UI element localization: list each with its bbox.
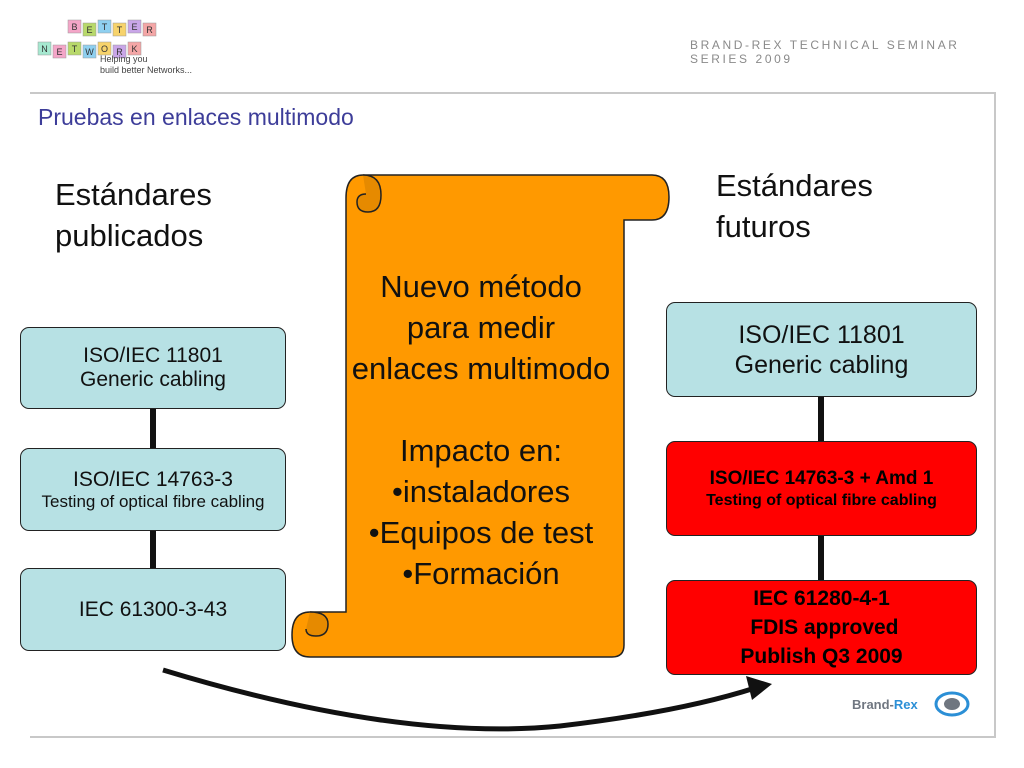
logo-block	[82, 44, 97, 59]
logo-block	[52, 44, 67, 59]
scroll-line-5: •instaladores	[391, 474, 570, 509]
left-box-iso-14763-3: ISO/IEC 14763-3 Testing of optical fibre…	[20, 448, 286, 531]
future-standards-heading: Estándares futuros	[716, 165, 873, 247]
logo-block-letter: W	[85, 47, 94, 57]
logo-tagline-line-1: Helping you	[100, 54, 148, 64]
logo-block	[67, 41, 82, 56]
logo-block-letter: E	[86, 25, 92, 35]
scroll-line-1: Nuevo método	[380, 269, 582, 304]
right-box-2-line-2: Testing of optical fibre cabling	[706, 491, 937, 509]
logo-block	[127, 41, 142, 56]
logo-block-letter: R	[146, 25, 153, 35]
seminar-series-label: BRAND-REX TECHNICAL SEMINAR SERIES 2009	[690, 38, 960, 66]
logo-block-letter: K	[131, 44, 137, 54]
published-heading-line-1: Estándares	[55, 177, 212, 212]
left-box-2-line-2: Testing of optical fibre cabling	[41, 492, 265, 511]
right-box-iso-11801: ISO/IEC 11801 Generic cabling	[666, 302, 977, 397]
scroll-line-7: •Formación	[402, 556, 560, 591]
right-box-3-line-2: FDIS approved	[744, 616, 899, 639]
left-connector-1	[150, 408, 156, 448]
logo-block-letter: R	[116, 47, 123, 57]
brand-part-1: Brand-	[852, 697, 894, 712]
right-box-1-line-2: Generic cabling	[734, 350, 909, 379]
logo-block-letter: T	[102, 22, 108, 32]
logo-block	[97, 19, 112, 34]
left-box-iec-61300-3-43: IEC 61300-3-43	[20, 568, 286, 651]
logo-tagline: Helping you build better Networks...	[100, 54, 192, 76]
right-box-iso-14763-3-amd1: ISO/IEC 14763-3 + Amd 1 Testing of optic…	[666, 441, 977, 536]
progression-arrow-head	[746, 676, 772, 700]
logo-block	[142, 22, 157, 37]
logo-block	[82, 22, 97, 37]
logo-block	[97, 41, 112, 56]
right-box-1-line-1: ISO/IEC 11801	[738, 320, 905, 349]
left-box-3-line-1: IEC 61300-3-43	[78, 597, 228, 621]
logo-block-letter: T	[72, 44, 78, 54]
brand-rex-logo-text: Brand-Rex	[852, 697, 918, 712]
logo-tagline-line-2: build better Networks...	[100, 65, 193, 75]
logo-block-letter: T	[117, 25, 123, 35]
future-heading-line-2: futuros	[716, 209, 811, 244]
future-heading-line-1: Estándares	[716, 168, 873, 203]
left-box-1-line-1: ISO/IEC 11801	[83, 344, 223, 367]
scroll-top-curl	[356, 174, 382, 213]
logo-block	[37, 41, 52, 56]
brand-part-2: Rex	[893, 697, 918, 712]
scroll-bottom-curl	[305, 611, 329, 637]
logo-block-letter: E	[56, 47, 62, 57]
published-heading-line-2: publicados	[55, 218, 204, 253]
right-box-2-line-1: ISO/IEC 14763-3 + Amd 1	[709, 467, 934, 489]
scroll-line-6: •Equipos de test	[368, 515, 594, 550]
logo-block	[67, 19, 82, 34]
left-box-iso-11801: ISO/IEC 11801 Generic cabling	[20, 327, 286, 409]
progression-arrow-line	[162, 667, 756, 732]
right-box-3-line-1: IEC 61280-4-1	[753, 587, 890, 610]
logo-block-letter: N	[41, 44, 48, 54]
logo-block-letter: E	[131, 22, 137, 32]
logo-block	[112, 22, 127, 37]
slide-title: Pruebas en enlaces multimodo	[38, 104, 354, 130]
slide-frame	[30, 92, 996, 738]
logo-block	[127, 19, 142, 34]
right-box-3-line-3: Publish Q3 2009	[740, 645, 903, 668]
scroll-body	[291, 174, 670, 658]
logo-block-letter: B	[71, 22, 77, 32]
brand-rex-logo-icon	[934, 691, 970, 717]
scroll-text: Nuevo método para medir enlaces multimod…	[337, 266, 625, 594]
right-connector-2	[818, 535, 824, 581]
scroll-line-4: Impacto en:	[400, 433, 562, 468]
logo-block-letter: O	[101, 44, 108, 54]
left-box-1-line-2: Generic cabling	[80, 368, 226, 391]
left-box-2-line-1: ISO/IEC 14763-3	[73, 468, 233, 491]
published-standards-heading: Estándares publicados	[55, 174, 212, 256]
scroll-line-2: para medir	[406, 310, 556, 345]
right-box-iec-61280-4-1: IEC 61280-4-1 FDIS approved Publish Q3 2…	[666, 580, 977, 675]
scroll-line-3: enlaces multimodo	[351, 351, 611, 386]
left-connector-2	[150, 530, 156, 568]
right-connector-1	[818, 396, 824, 442]
logo-block	[112, 44, 127, 59]
